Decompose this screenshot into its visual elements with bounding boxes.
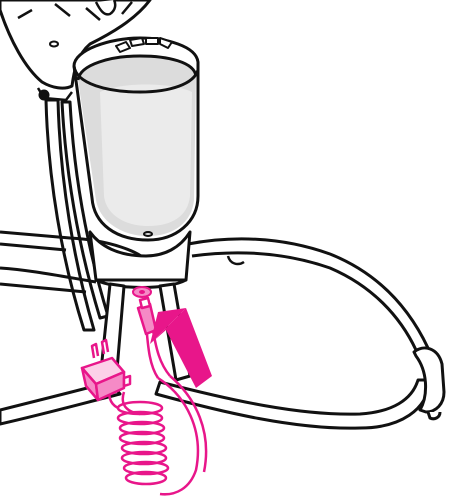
cord-coil (118, 402, 168, 484)
base-frame-rear (0, 232, 428, 350)
base-frame-front (0, 348, 444, 428)
motor-housing (74, 38, 198, 288)
power-port-icon (133, 287, 151, 297)
ac-adapter-icon (82, 340, 130, 400)
cord-plug (138, 298, 156, 334)
